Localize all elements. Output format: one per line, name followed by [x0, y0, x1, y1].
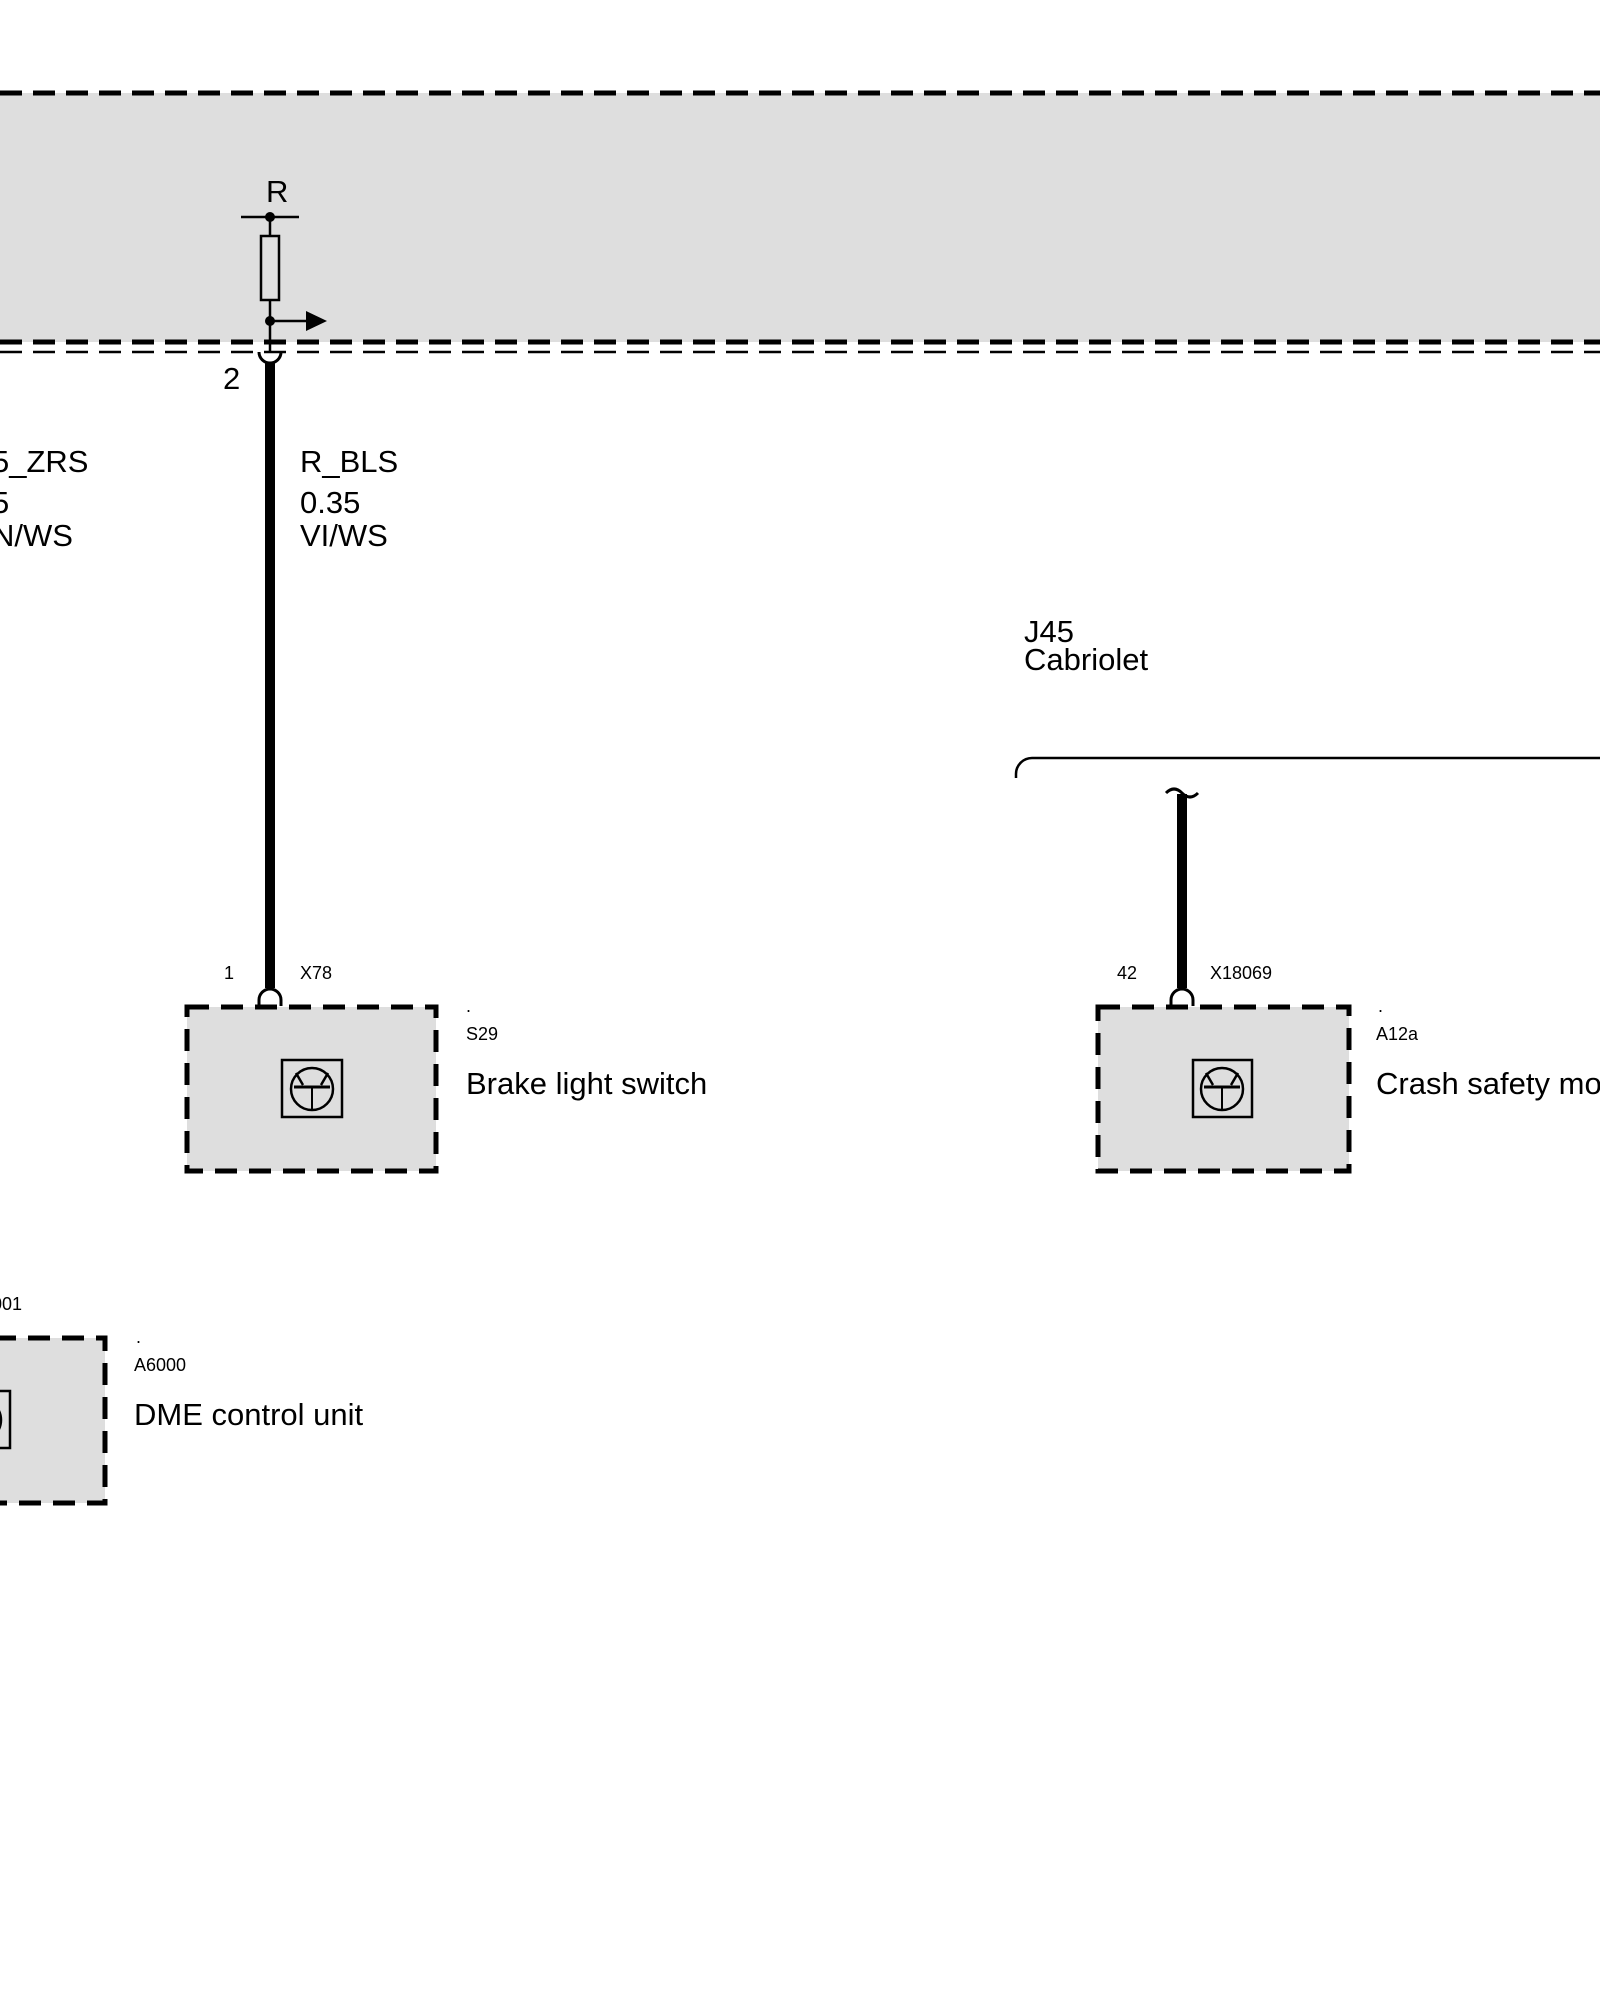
component-id: A12a [1376, 1024, 1419, 1044]
component-name[interactable]: DME control unit [134, 1397, 364, 1432]
wire-name: R_BLS [300, 444, 398, 479]
pin-number: 1 [224, 963, 234, 983]
top-control-module [0, 90, 1600, 354]
resistor-label: R [266, 174, 288, 209]
pin-label: 2 [223, 361, 240, 396]
wire-gauge: 0.35 [300, 485, 360, 520]
component-id: S29 [466, 1024, 498, 1044]
component-dot: . [466, 996, 471, 1016]
variant-code: J45 [1024, 614, 1074, 649]
wire-r-bls [257, 351, 283, 1006]
connector-id: X78 [300, 963, 332, 983]
wire-color: VI/WS [300, 518, 388, 553]
variant-bracket [1014, 756, 1600, 778]
component-brake-light-switch[interactable] [184, 1004, 439, 1174]
wire-crash-module [1164, 787, 1200, 1006]
component-dot: . [136, 1327, 141, 1347]
component-dme-control-unit[interactable] [0, 1335, 108, 1506]
component-name[interactable]: Brake light switch [466, 1066, 707, 1101]
pull-resistor-icon: R [241, 174, 327, 352]
wire-name-partial: 5_ZRS [0, 444, 88, 479]
transistor-icon [0, 1389, 12, 1450]
component-id: A6000 [134, 1355, 186, 1375]
arrow-icon [306, 311, 327, 331]
component-dot: . [1378, 996, 1383, 1016]
wire-color-partial: N/WS [0, 518, 73, 553]
connector-id: X18069 [1210, 963, 1272, 983]
variant-label: Cabriolet [1024, 642, 1148, 677]
connector-id-partial: 001 [0, 1294, 22, 1314]
pin-number: 42 [1117, 963, 1137, 983]
component-crash-safety-module[interactable] [1095, 1004, 1352, 1174]
transistor-icon [280, 1058, 344, 1119]
component-name[interactable]: Crash safety mo [1376, 1066, 1600, 1101]
transistor-icon [1191, 1058, 1254, 1119]
wire-gauge-partial: 5 [0, 485, 9, 520]
